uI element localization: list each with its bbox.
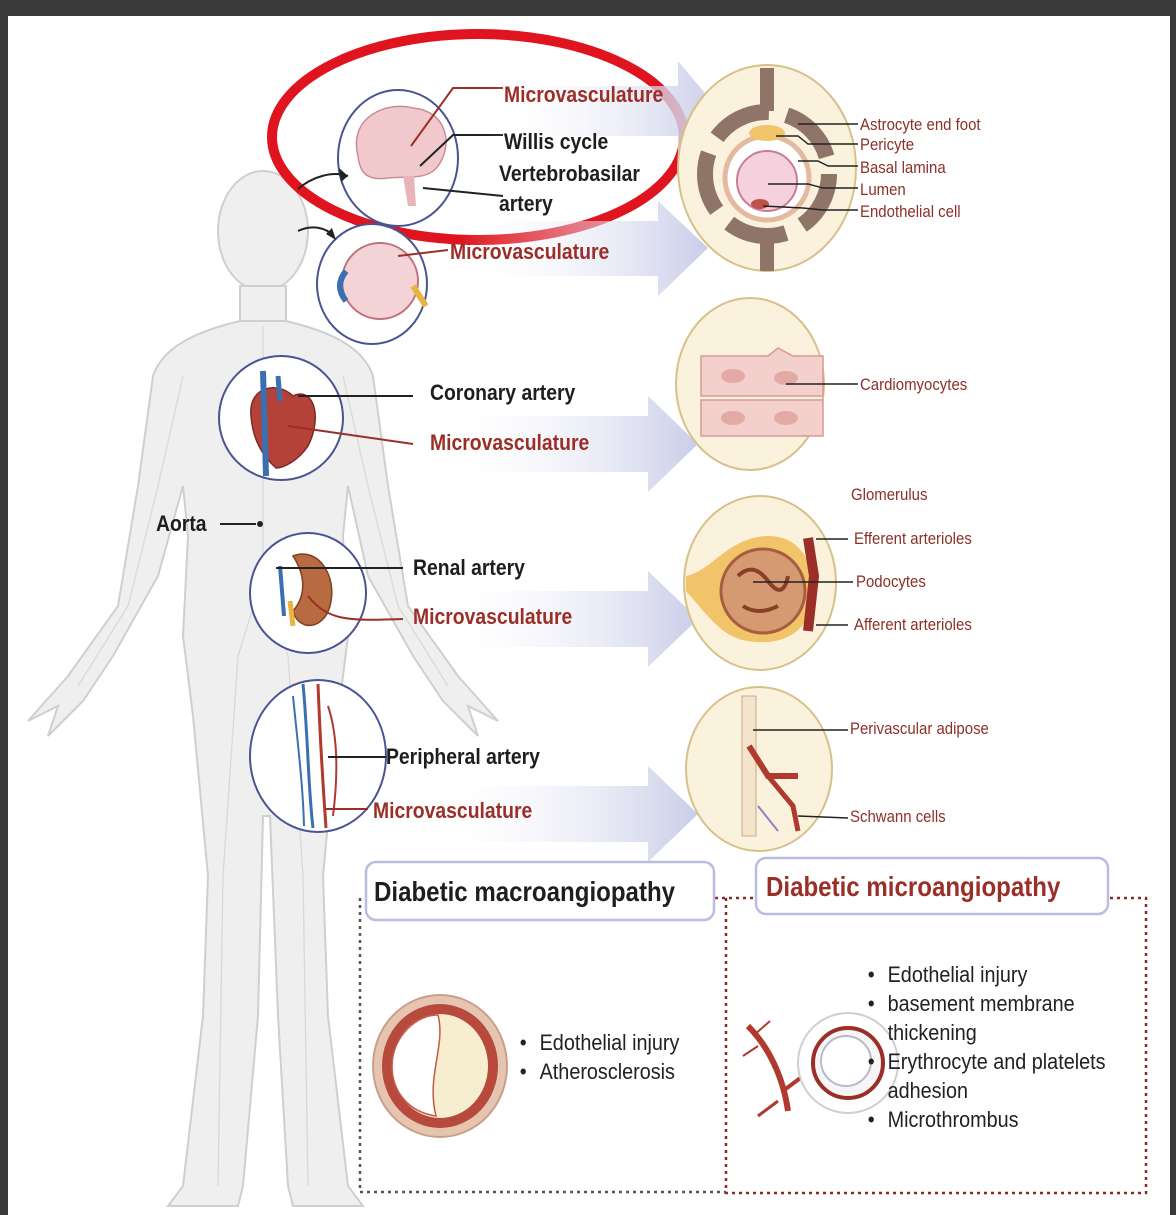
basal-lamina-label: Basal lamina bbox=[860, 159, 946, 176]
efferent-arterioles-label: Efferent arterioles bbox=[854, 530, 972, 547]
artery-cross-section-illustration bbox=[373, 995, 507, 1137]
coronary-artery-label: Coronary artery bbox=[430, 382, 575, 404]
willis-cycle-label: Willis cycle bbox=[504, 131, 608, 153]
schwann-cells-label: Schwann cells bbox=[850, 808, 946, 825]
pericyte-label: Pericyte bbox=[860, 136, 914, 153]
macroangiopathy-bullet-list: Edothelial injury Atherosclerosis bbox=[518, 1028, 679, 1086]
peripheral-artery-label: Peripheral artery bbox=[386, 746, 540, 768]
micro-bullet-continuation: adhesion bbox=[866, 1076, 1106, 1105]
brain-microvasculature-label: Microvasculature bbox=[504, 84, 663, 106]
neurovascular-unit-illustration bbox=[678, 65, 856, 271]
perivascular-nerve-illustration bbox=[686, 687, 848, 851]
endothelial-cell-label: Endothelial cell bbox=[860, 203, 961, 220]
eye-illustration bbox=[317, 224, 427, 344]
micro-bullet: Edothelial injury bbox=[866, 960, 1106, 989]
micro-bullet: Microthrombus bbox=[866, 1105, 1106, 1134]
astrocyte-end-foot-label: Astrocyte end foot bbox=[860, 116, 981, 133]
cardiomyocytes-label: Cardiomyocytes bbox=[860, 376, 967, 393]
micro-bullet: basement membrane bbox=[866, 989, 1106, 1018]
micro-bullet-continuation: thickening bbox=[866, 1018, 1106, 1047]
perivascular-adipose-label: Perivascular adipose bbox=[850, 720, 989, 737]
afferent-arterioles-label: Afferent arterioles bbox=[854, 616, 972, 633]
eye-microvasculature-label: Microvasculature bbox=[450, 241, 609, 263]
macroangiopathy-title: Diabetic macroangiopathy bbox=[374, 878, 675, 906]
micro-bullet: Erythrocyte and platelets bbox=[866, 1047, 1106, 1076]
diagram-canvas: Microvasculature Willis cycle Vertebroba… bbox=[8, 16, 1170, 1215]
kidney-microvasculature-label: Microvasculature bbox=[413, 606, 572, 628]
lumen-label: Lumen bbox=[860, 181, 906, 198]
brain-illustration bbox=[338, 90, 458, 226]
peripheral-microvasculature-label: Microvasculature bbox=[373, 800, 532, 822]
kidney-illustration bbox=[250, 533, 366, 653]
podocytes-label: Podocytes bbox=[856, 573, 926, 590]
macro-bullet: Atherosclerosis bbox=[518, 1057, 679, 1086]
heart-microvasculature-label: Microvasculature bbox=[430, 432, 589, 454]
microangiopathy-bullet-list: Edothelial injury basement membrane thic… bbox=[866, 960, 1106, 1134]
macro-bullet: Edothelial injury bbox=[518, 1028, 679, 1057]
glomerulus-label: Glomerulus bbox=[851, 486, 927, 503]
cardiomyocytes-illustration bbox=[676, 298, 858, 470]
vertebrobasilar-label: Vertebrobasilar bbox=[499, 163, 640, 185]
glomerulus-illustration bbox=[684, 496, 836, 670]
highlight-ring bbox=[272, 34, 684, 240]
vertebrobasilar-artery-label: artery bbox=[499, 193, 553, 215]
renal-artery-label: Renal artery bbox=[413, 557, 525, 579]
aorta-label: Aorta bbox=[156, 513, 207, 535]
heart-illustration bbox=[219, 356, 343, 480]
microangiopathy-title: Diabetic microangiopathy bbox=[766, 873, 1060, 901]
